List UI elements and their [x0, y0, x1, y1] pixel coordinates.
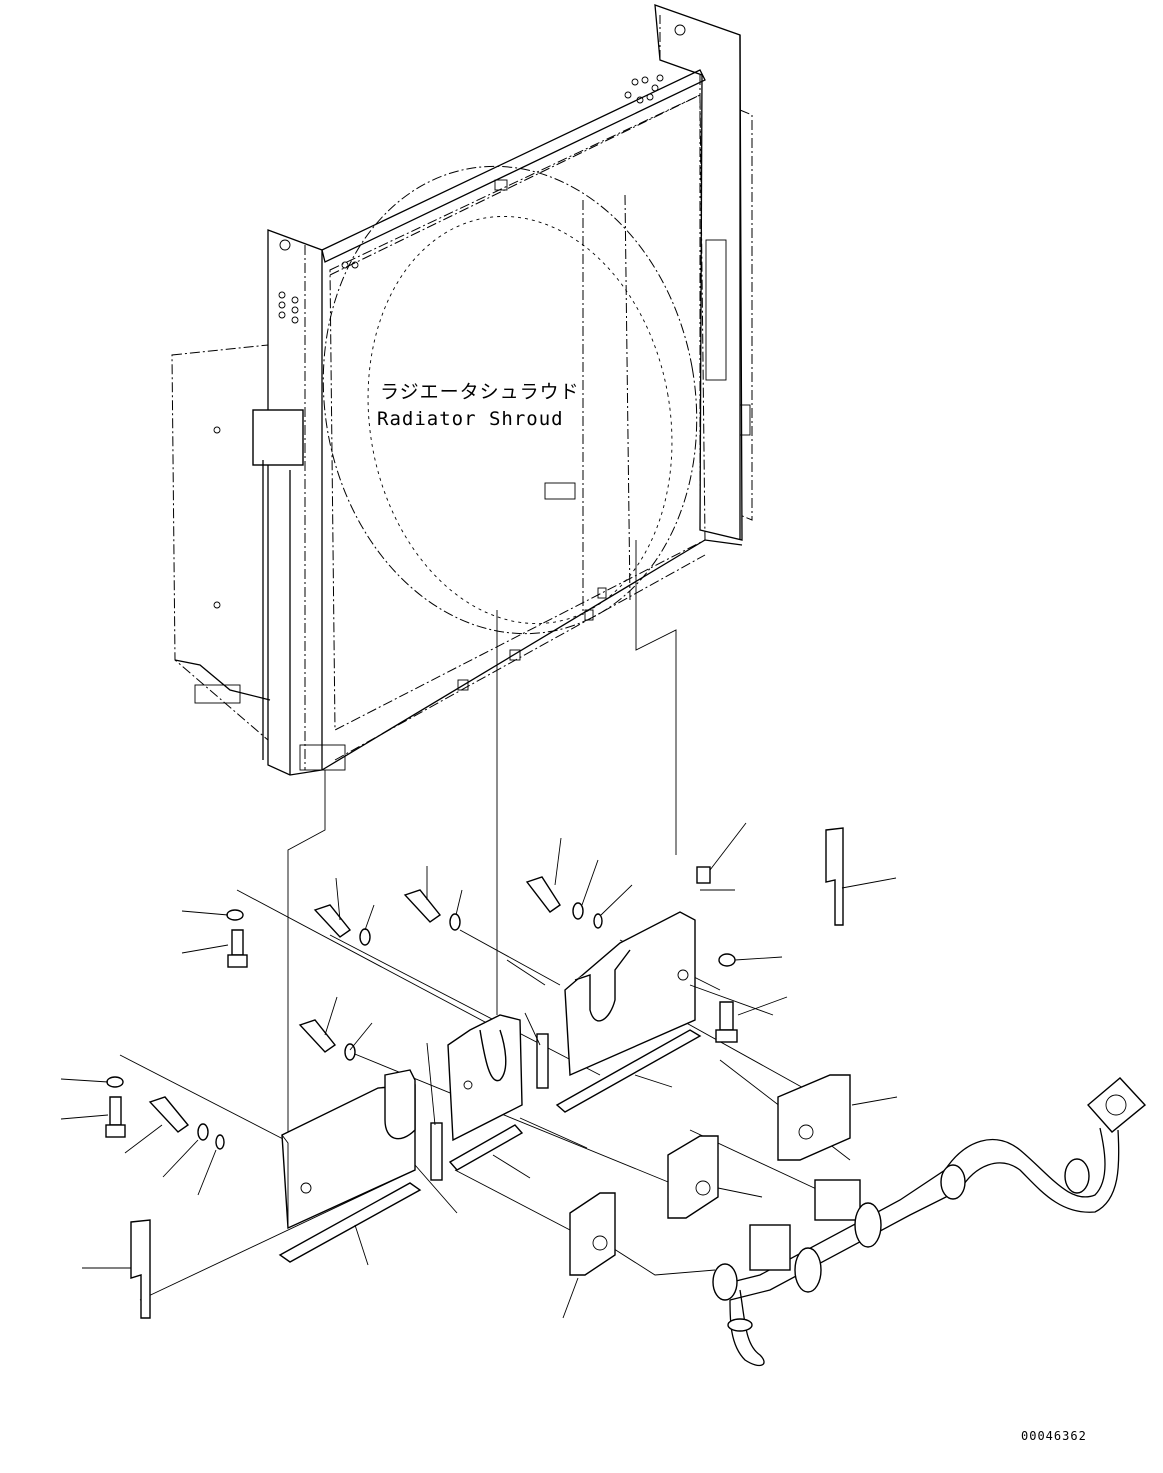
spacer-bar	[278, 1029, 702, 1263]
hose-assembly	[712, 1077, 1147, 1367]
callout-leaders	[60, 822, 898, 1319]
drawing-number: 00046362	[1021, 1429, 1087, 1443]
bolt	[105, 876, 738, 1138]
lower-bracket-center	[447, 1014, 523, 1142]
lower-bracket-right	[564, 911, 696, 1077]
assembly-lines	[119, 540, 851, 1301]
shroud-label-jp: ラジエータシュラウド	[380, 381, 580, 403]
spring-washer	[215, 913, 603, 1150]
lower-bracket-left	[281, 1069, 416, 1230]
washer	[106, 902, 736, 1141]
radiator-shroud	[171, 4, 753, 776]
vertical-strip	[130, 827, 844, 1319]
shroud-label-en: Radiator Shroud	[377, 408, 564, 430]
rubber-block	[569, 866, 851, 1276]
